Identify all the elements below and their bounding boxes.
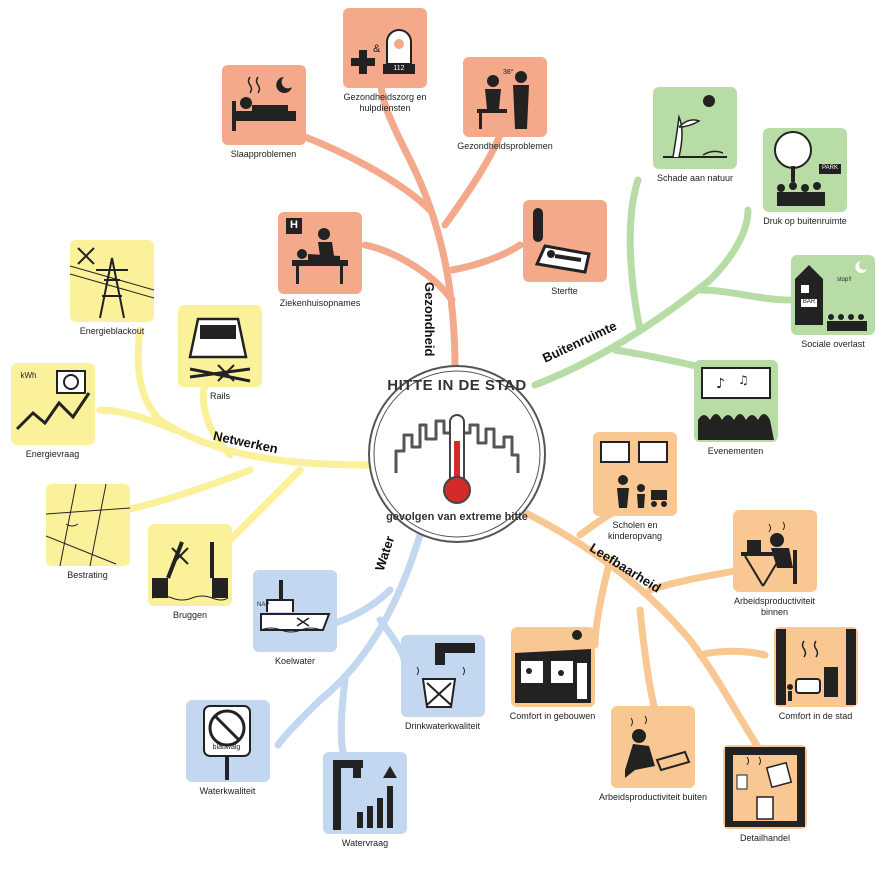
hot-street-icon xyxy=(773,627,858,707)
withered-plant-icon xyxy=(653,87,737,169)
label-comfort-stad: Comfort in de stad xyxy=(778,711,853,721)
node-koelwater: NAP Koelwater xyxy=(250,570,340,667)
label-gezondheidszorg: Gezondheidszorg en hulpdiensten xyxy=(343,92,427,113)
label-koelwater: Koelwater xyxy=(274,656,316,666)
energy-demand-icon: kWh xyxy=(10,363,95,445)
hospital-icon: H xyxy=(278,212,362,294)
node-gezondheidsproblemen: 38° Gezondheidsproblemen xyxy=(450,57,560,152)
svg-text:&: & xyxy=(373,43,381,55)
office-worker-icon xyxy=(732,510,817,592)
svg-text:♫: ♫ xyxy=(738,373,749,387)
bar-sign: BAR xyxy=(802,299,816,305)
center-subtitle: gevolgen van extreme hitte xyxy=(386,511,528,523)
crowded-park-icon: PARK xyxy=(763,128,847,212)
train-icon xyxy=(178,305,262,387)
label-bruggen: Bruggen xyxy=(172,610,208,620)
node-sterfte: Sterfte xyxy=(517,200,612,297)
hot-building-icon xyxy=(510,627,595,707)
emergency-number: 112 xyxy=(393,65,405,72)
node-ziekenhuisopnames: H Ziekenhuisopnames xyxy=(270,212,370,309)
node-watervraag: Watervraag xyxy=(320,752,410,849)
doctor-icon: 38° xyxy=(463,57,547,137)
label-rails: Rails xyxy=(209,391,230,401)
node-evenementen: ♪♫ Evenementen xyxy=(688,360,783,457)
node-energieblackout: Energieblackout xyxy=(62,240,162,337)
node-sociale-overlast: BAR stop!! Sociale overlast xyxy=(783,255,883,350)
tap-water-icon xyxy=(400,635,485,717)
emergency-icon: & 112 xyxy=(343,8,427,88)
label-schade-natuur: Schade aan natuur xyxy=(656,173,734,183)
node-comfort-gebouwen: Comfort in gebouwen xyxy=(505,627,600,722)
label-energievraag: Energievraag xyxy=(25,449,80,459)
blauwalg-text: blauwalg xyxy=(212,744,241,751)
kwh-text: kWh xyxy=(20,371,37,380)
no-swimming-icon: blauwalg xyxy=(185,700,270,782)
power-pylon-icon xyxy=(70,240,154,322)
node-schade-natuur: Schade aan natuur xyxy=(640,87,750,184)
nap-text: NAP xyxy=(257,602,270,608)
label-watervraag: Watervraag xyxy=(341,838,389,848)
center-title: HITTE IN DE STAD xyxy=(387,377,527,394)
label-detailhandel: Detailhandel xyxy=(739,833,791,843)
label-energieblackout: Energieblackout xyxy=(79,326,145,336)
label-arbeid-buiten: Arbeidsproductiviteit buiten xyxy=(598,792,708,802)
school-icon xyxy=(593,432,677,516)
park-sign: PARK xyxy=(822,165,838,171)
stop-sign: stop!! xyxy=(837,277,852,283)
label-comfort-gebouwen: Comfort in gebouwen xyxy=(509,711,596,721)
node-slaapproblemen: Slaapproblemen xyxy=(216,65,311,160)
node-bruggen: Bruggen xyxy=(145,524,235,621)
node-gezondheidszorg: & 112 Gezondheidszorg en hulpdiensten xyxy=(330,8,440,114)
node-druk-buitenruimte: PARK Druk op buitenruimte xyxy=(755,128,855,227)
node-waterkwaliteit: blauwalg Waterkwaliteit xyxy=(180,700,275,797)
label-drinkwaterkwaliteit: Drinkwaterkwaliteit xyxy=(404,721,481,731)
coffin-icon xyxy=(522,200,607,282)
label-waterkwaliteit: Waterkwaliteit xyxy=(199,786,256,796)
node-arbeid-buiten: Arbeidsproductiviteit buiten xyxy=(598,706,708,803)
node-drinkwaterkwaliteit: Drinkwaterkwaliteit xyxy=(390,635,495,732)
svg-text:♪: ♪ xyxy=(716,376,725,392)
leefbaarheid-branch xyxy=(516,501,769,754)
node-scholen: Scholen en kinderopvang xyxy=(585,432,685,542)
central-badge: HITTE IN DE STAD gevolgen van extreme hi… xyxy=(366,363,548,545)
label-arbeid-binnen: Arbeidsproductiviteit binnen xyxy=(733,596,816,617)
label-sterfte: Sterfte xyxy=(551,286,578,296)
label-slaapproblemen: Slaapproblemen xyxy=(230,149,297,159)
hospital-letter: H xyxy=(290,219,298,231)
node-detailhandel: Detailhandel xyxy=(720,745,810,844)
label-bestrating: Bestrating xyxy=(67,570,108,580)
outdoor-worker-icon xyxy=(611,706,695,788)
label-sociale-overlast: Sociale overlast xyxy=(801,339,865,349)
concert-icon: ♪♫ xyxy=(693,360,778,442)
gezondheid-branch xyxy=(296,66,524,374)
label-ziekenhuisopnames: Ziekenhuisopnames xyxy=(279,298,361,308)
bridge-icon xyxy=(148,524,232,606)
shop-icon xyxy=(723,745,807,829)
node-rails: Rails xyxy=(175,305,265,402)
nightlife-icon: BAR stop!! xyxy=(791,255,875,335)
sleep-icon xyxy=(221,65,306,145)
label-scholen: Scholen en kinderopvang xyxy=(607,520,663,541)
pavement-icon xyxy=(45,484,130,566)
label-druk-buitenruimte: Druk op buitenruimte xyxy=(763,216,847,226)
node-arbeid-binnen: Arbeidsproductiviteit binnen xyxy=(722,510,827,618)
node-bestrating: Bestrating xyxy=(40,484,135,581)
water-demand-icon xyxy=(323,752,407,834)
branch-label-gezondheid: Gezondheid xyxy=(422,282,437,357)
fever-text: 38° xyxy=(503,69,514,76)
cooling-water-icon: NAP xyxy=(253,570,337,652)
node-comfort-stad: Comfort in de stad xyxy=(763,627,868,722)
node-energievraag: kWh Energievraag xyxy=(5,363,100,460)
label-evenementen: Evenementen xyxy=(707,446,764,456)
label-gezondheidsproblemen: Gezondheidsproblemen xyxy=(457,141,553,151)
